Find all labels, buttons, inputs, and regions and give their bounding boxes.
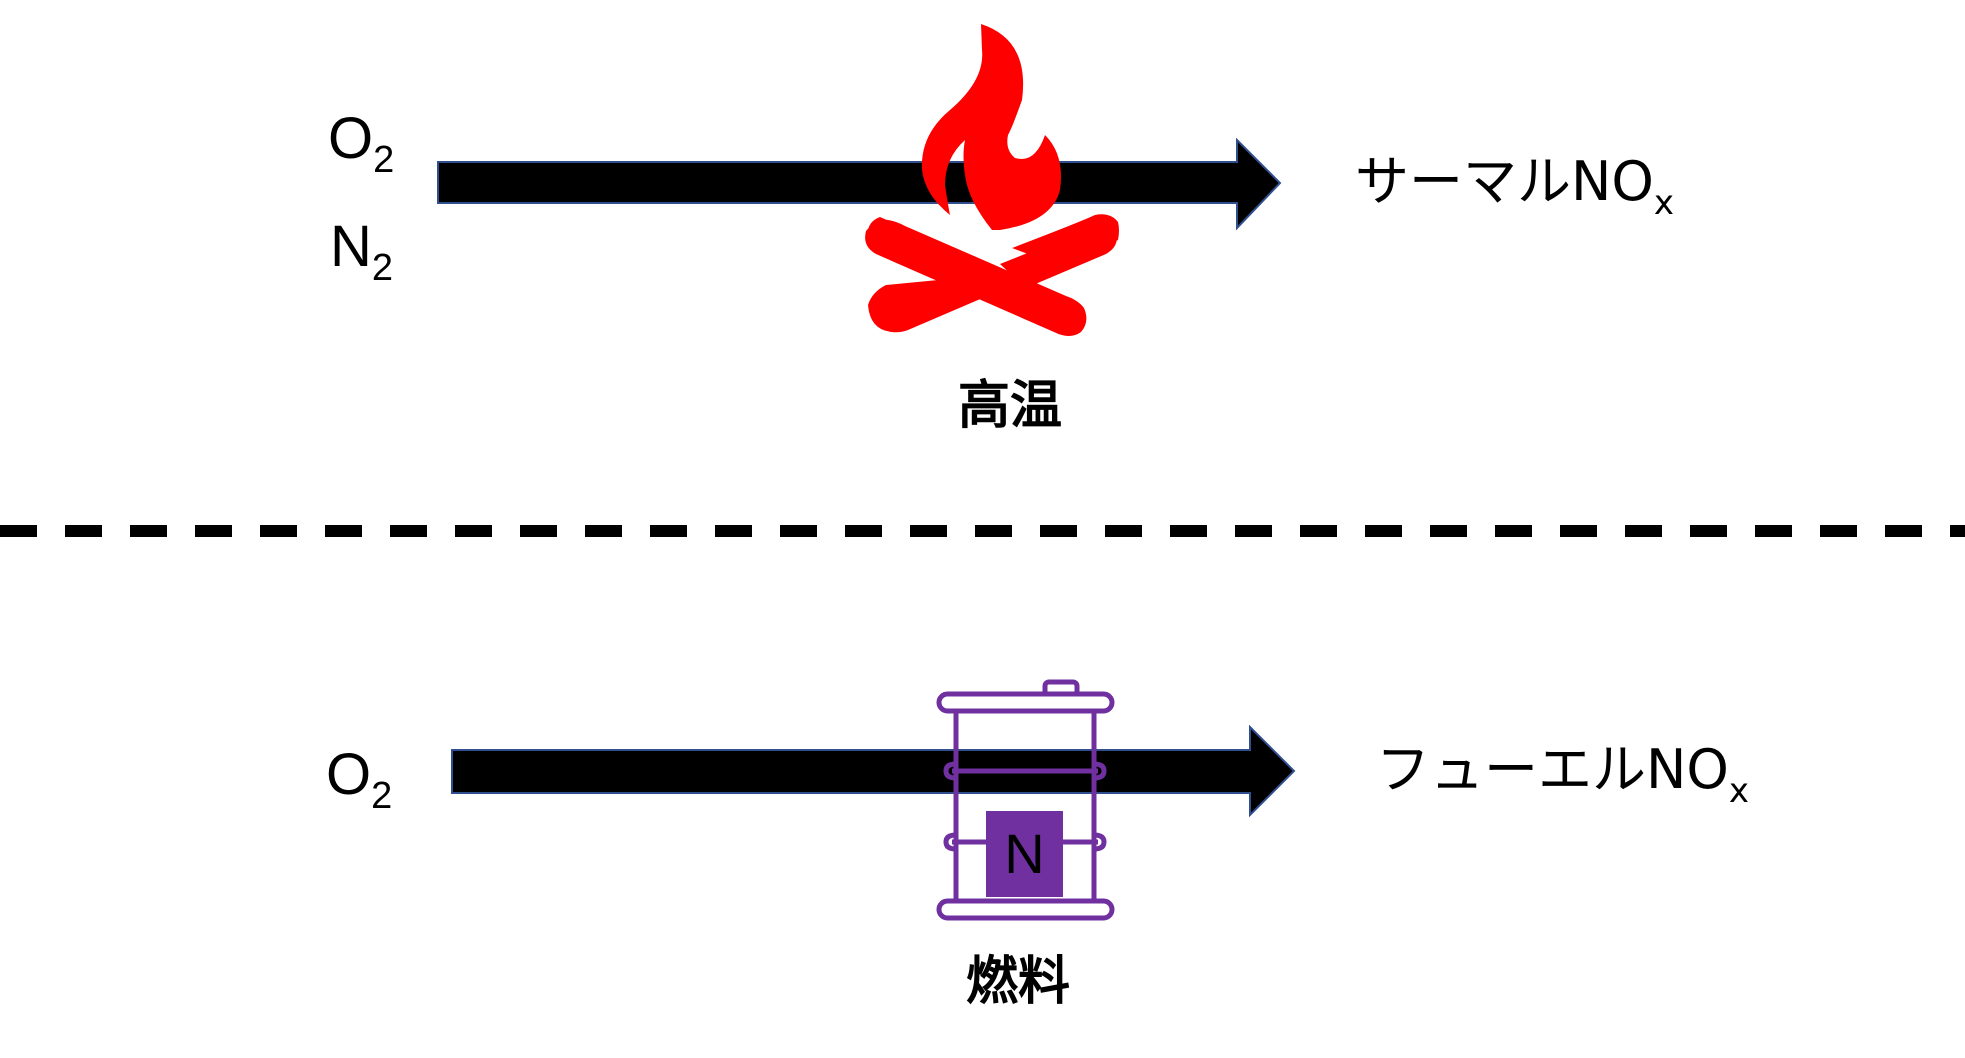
- product-text: フューエルNO: [1376, 738, 1729, 801]
- symbol: N: [330, 214, 372, 279]
- thermal-reactant-n2: N2: [330, 218, 393, 288]
- fuel-nox-label: フューエルNOx: [1376, 743, 1749, 809]
- thermal-reactant-o2: O2: [328, 110, 394, 180]
- fuel-reactant-o2: O2: [326, 746, 392, 816]
- fuel-barrel-icon: [936, 679, 1115, 921]
- product-subscript: x: [1728, 771, 1750, 811]
- product-subscript: x: [1653, 183, 1675, 223]
- fuel-label: 燃料: [966, 952, 1071, 1012]
- high-temperature-label: 高温: [958, 376, 1063, 436]
- product-text: サーマルNO: [1355, 150, 1654, 213]
- subscript: 2: [373, 139, 395, 181]
- fuel-arrow: [451, 724, 1296, 818]
- subscript: 2: [371, 247, 394, 289]
- subscript: 2: [371, 775, 393, 817]
- symbol: O: [328, 106, 374, 171]
- thermal-arrow: [437, 137, 1282, 231]
- symbol: O: [326, 742, 372, 807]
- nitrogen-badge: [986, 811, 1063, 897]
- thermal-nox-label: サーマルNOx: [1355, 155, 1674, 221]
- campfire-icon: [865, 24, 1119, 336]
- barrel-nitrogen-symbol: N: [1004, 822, 1045, 885]
